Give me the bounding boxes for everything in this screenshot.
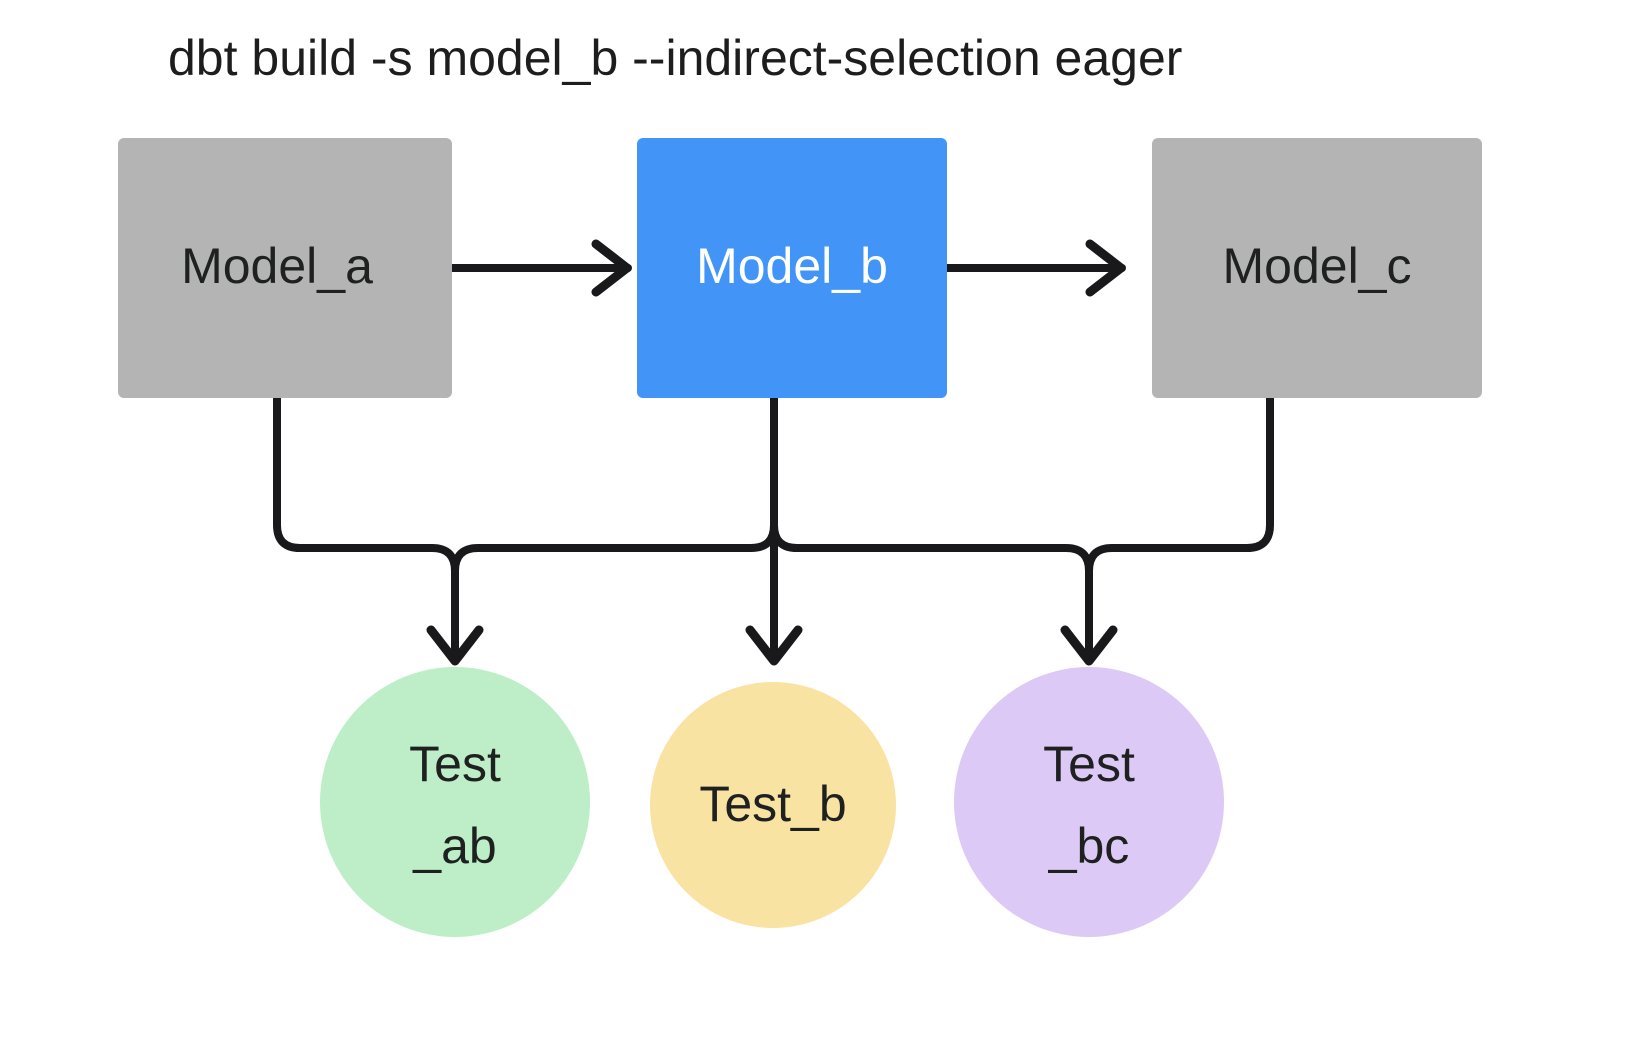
arrowhead-test-b <box>745 625 803 666</box>
arrowhead-model-b-to-model-c <box>1085 239 1126 297</box>
test-bc-circle[interactable] <box>954 667 1224 937</box>
arrowhead-model-a-to-model-b <box>591 239 632 297</box>
model-b-box[interactable] <box>637 138 947 398</box>
test-bc-label-line1: Test <box>1043 736 1135 792</box>
model-c-box[interactable] <box>1152 138 1482 398</box>
test-b-circle[interactable] <box>650 682 896 928</box>
edge-layer <box>273 239 1274 666</box>
model-node-model-c[interactable]: Model_c <box>1152 138 1482 398</box>
arrowhead-test-ab <box>426 625 484 666</box>
test-node-test-bc[interactable]: Test _bc <box>954 667 1224 937</box>
edge-model-c-to-test-bc <box>1085 394 1274 575</box>
test-node-test-ab[interactable]: Test _ab <box>320 667 590 937</box>
test-ab-label-line2: _ab <box>412 818 496 874</box>
model-a-box[interactable] <box>118 138 452 398</box>
test-ab-label-line1: Test <box>409 736 501 792</box>
test-b-label-line1: Test_b <box>699 776 846 832</box>
model-node-model-b[interactable]: Model_b <box>637 138 947 398</box>
test-node-test-b[interactable]: Test_b <box>650 682 896 928</box>
arrowhead-test-bc <box>1060 625 1118 666</box>
model-b-label: Model_b <box>696 238 888 294</box>
test-bc-label-line2: _bc <box>1048 818 1130 874</box>
model-node-model-a[interactable]: Model_a <box>118 138 452 398</box>
diagram-title: dbt build -s model_b --indirect-selectio… <box>168 30 1182 86</box>
edge-model-b-to-test-ab <box>451 394 778 575</box>
test-ab-circle[interactable] <box>320 667 590 937</box>
edge-model-b-to-test-bc <box>770 394 1093 664</box>
edge-model-a-to-test-ab <box>273 394 459 664</box>
model-a-label: Model_a <box>181 238 373 294</box>
model-c-label: Model_c <box>1223 238 1412 294</box>
